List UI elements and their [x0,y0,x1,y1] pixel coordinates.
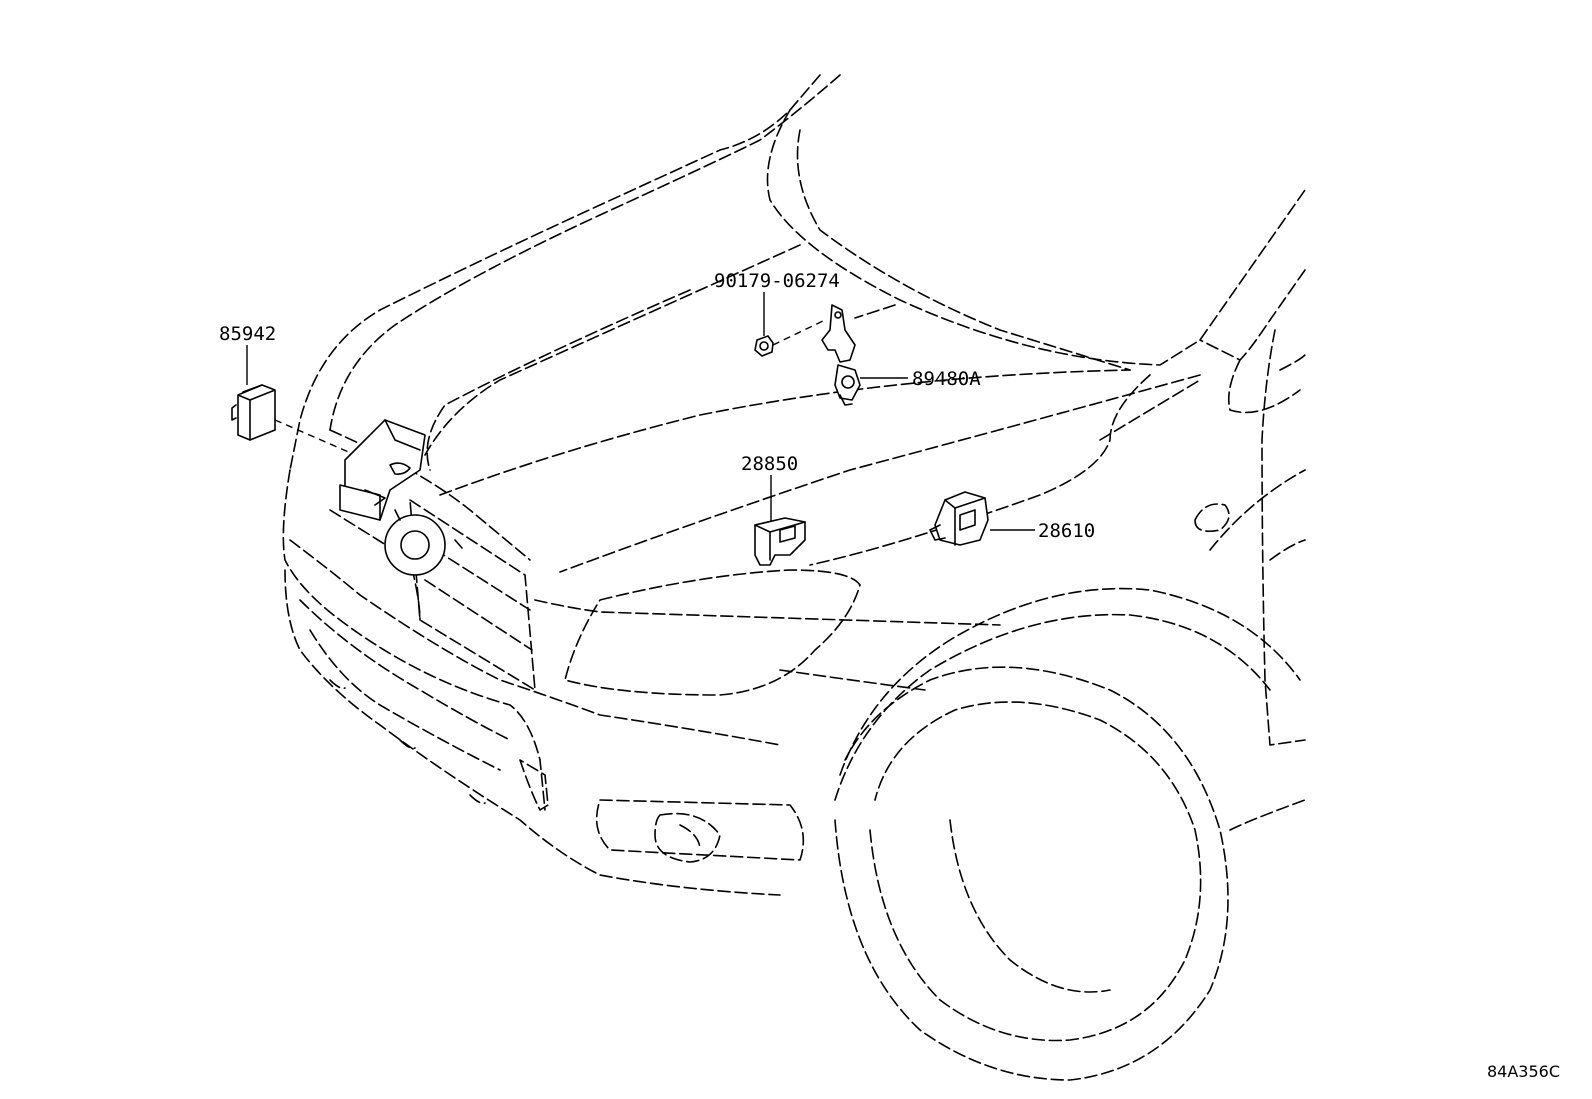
diagram-reference-code: 84A356C [1487,1062,1560,1081]
label-85942: 85942 [219,323,276,345]
label-28610: 28610 [1038,520,1095,542]
label-89480A: 89480A [912,368,981,390]
front-bracket [339,419,426,521]
grille-sensor [384,509,463,576]
leader-90179-phantom [772,319,826,346]
part-89480A-sensor [821,304,861,406]
label-28850: 28850 [741,453,798,475]
part-28850-relay [754,517,806,566]
part-28610-relay [929,491,989,546]
leader-85942-phantom [274,419,391,471]
vehicle-outline [282,74,1306,1081]
part-85942-module [231,384,276,441]
part-90179-06274-nut [754,335,774,357]
label-90179-06274: 90179-06274 [714,270,840,292]
